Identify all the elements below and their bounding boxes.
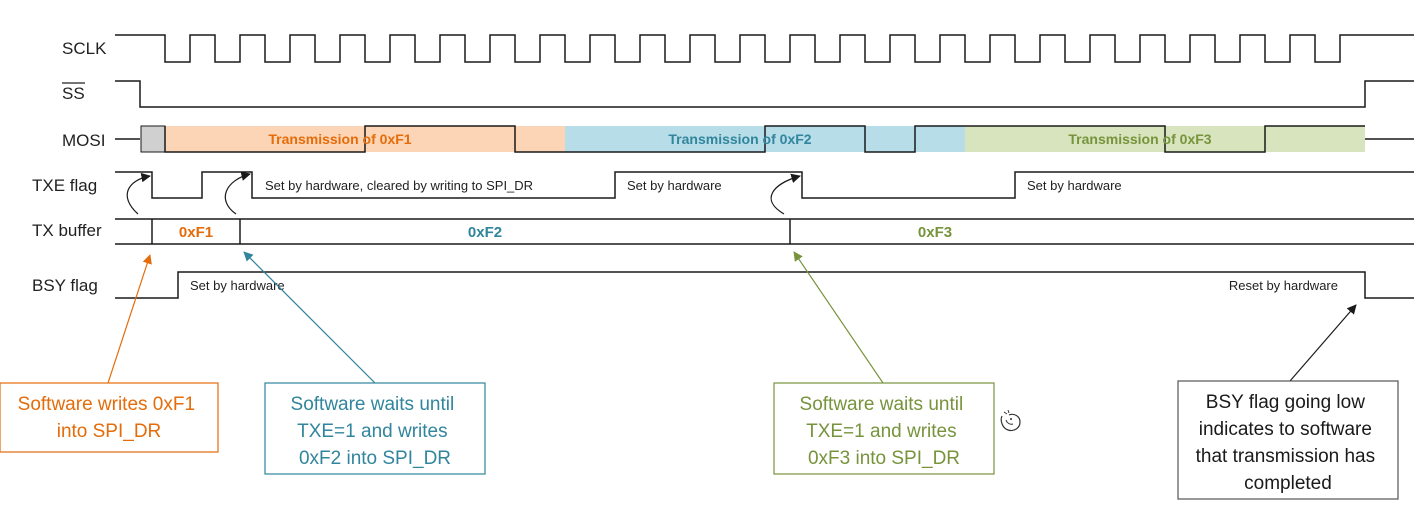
busy-cursor-icon: [1000, 409, 1021, 432]
sclk-label: SCLK: [62, 39, 107, 58]
callout-4-line-4: completed: [1244, 473, 1332, 494]
txbuf-value-f2: 0xF2: [468, 224, 502, 241]
mosi-seg3-part1: Transmission: [1068, 131, 1158, 147]
txe-note-1: Set by hardware, cleared by writing to S…: [265, 178, 533, 193]
mosi-signal: Transmission of 0xF1 Transmission of 0xF…: [115, 125, 1414, 153]
mosi-label: MOSI: [62, 131, 105, 150]
mosi-seg2-part1: Transmission: [668, 131, 758, 147]
txe-waveform: [115, 171, 1414, 199]
mosi-seg1-part1: Transmission: [268, 131, 358, 147]
callout-3-line-1: Software waits until: [800, 394, 964, 415]
callout-box-1: [0, 382, 219, 453]
callout-4-line-2: indicates to software: [1199, 419, 1372, 440]
txe-curve-arrow-3: [770, 173, 801, 215]
txe-curve-arrow-2: [224, 171, 251, 215]
callout-2-line-2: TXE=1 and writes: [297, 421, 448, 442]
callout-box-3: [773, 382, 995, 475]
ss-waveform: [115, 80, 1414, 108]
bsy-label: BSY flag: [32, 276, 98, 295]
callout-2-line-3: 0xF2 into SPI_DR: [299, 448, 451, 469]
mosi-segment-3: Transmission of 0xF3: [1068, 131, 1211, 147]
txbuf-value-f1: 0xF1: [179, 224, 213, 241]
txe-note-2: Set by hardware: [627, 178, 722, 193]
txe-curve-arrow-1: [126, 172, 151, 215]
callout-4-line-3: that transmission has: [1196, 446, 1376, 467]
callout-software-waits-f2: Software waits until TXE=1 and writes 0x…: [264, 382, 486, 475]
mosi-bits-f1: [164, 125, 565, 153]
bsy-note-reset: Reset by hardware: [1229, 278, 1338, 293]
callout-arrow-3: [793, 251, 884, 384]
mosi-bits-f2: [565, 125, 965, 153]
callout-text-2: Software waits until TXE=1 and writes 0x…: [291, 394, 460, 469]
callout-text-1: Software writes 0xF1 into SPI_DR: [18, 394, 201, 442]
mosi-seg1-part2: of 0xF1: [359, 131, 412, 147]
txbuf-label: TX buffer: [32, 221, 102, 240]
mosi-bits-f3: [965, 125, 1365, 153]
callout-1-line-1: Software writes 0xF1: [18, 394, 195, 415]
callout-2-line-1: Software waits until: [291, 394, 455, 415]
callout-arrow-1: [107, 254, 152, 384]
sclk-waveform: [115, 34, 1414, 63]
bsy-waveform: [115, 271, 1414, 299]
callout-3-line-3: 0xF3 into SPI_DR: [808, 448, 960, 469]
callout-4-line-1: BSY flag going low: [1206, 392, 1365, 413]
callout-software-waits-f3: Software waits until TXE=1 and writes 0x…: [773, 382, 995, 475]
callout-text-3: Software waits until TXE=1 and writes 0x…: [800, 394, 969, 469]
callout-box-4: [1177, 380, 1399, 500]
callout-1-line-2: into SPI_DR: [57, 421, 162, 442]
mosi-seg3-part2: of 0xF3: [1159, 131, 1212, 147]
callout-software-writes-f1: Software writes 0xF1 into SPI_DR: [0, 382, 219, 453]
bsy-note-set: Set by hardware: [190, 278, 285, 293]
callout-box-2: [264, 382, 486, 475]
mosi-gray-block: [140, 125, 166, 153]
txe-label: TXE flag: [32, 176, 97, 195]
callout-3-line-2: TXE=1 and writes: [806, 421, 957, 442]
ss-label: SS: [62, 84, 85, 103]
callout-bsy-going-low: BSY flag going low indicates to software…: [1177, 380, 1399, 500]
mosi-segment-1: Transmission of 0xF1: [268, 131, 411, 147]
tx-buffer-signal: 0xF1 0xF2 0xF3: [115, 218, 1414, 245]
txbuf-value-f3: 0xF3: [918, 224, 952, 241]
callout-arrow-2: [243, 251, 376, 384]
mosi-segment-2: Transmission of 0xF2: [668, 131, 811, 147]
txe-note-3: Set by hardware: [1027, 178, 1122, 193]
mosi-seg2-part2: of 0xF2: [759, 131, 812, 147]
callout-text-4: BSY flag going low indicates to software…: [1196, 392, 1381, 494]
callout-arrow-4: [1289, 304, 1357, 382]
